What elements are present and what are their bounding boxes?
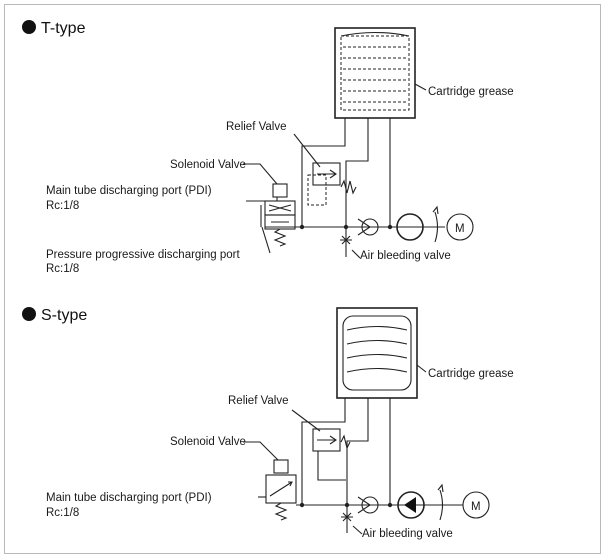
s-main-port-rc: Rc:1/8 [46, 507, 79, 519]
s-solenoid-label: Solenoid Valve [170, 436, 246, 448]
t-type-bullet-icon [22, 20, 36, 34]
s-type-heading: S-type [41, 307, 87, 324]
t-air-label: Air bleeding valve [360, 250, 451, 262]
s-cartridge-label: Cartridge grease [428, 368, 514, 380]
s-cartridge [336, 307, 418, 399]
t-type-heading: T-type [41, 20, 86, 37]
t-relief-label: Relief Valve [226, 121, 287, 133]
t-pressure-port-label: Pressure progressive discharging port [46, 249, 240, 261]
t-solenoid-valve [264, 183, 296, 247]
s-motor-label: M [471, 501, 481, 513]
s-type-section: S-type Cartridge grease Relief Valve Sol… [22, 307, 514, 540]
t-solenoid-label: Solenoid Valve [170, 159, 246, 171]
s-type-bullet-icon [22, 307, 36, 321]
t-main-port-label: Main tube discharging port (PDI) [46, 185, 212, 197]
s-air-label: Air bleeding valve [362, 528, 453, 540]
s-solenoid-valve [265, 459, 297, 521]
t-type-section: T-type Cartridge grease Relief Valve [22, 20, 514, 275]
s-main-port-label: Main tube discharging port (PDI) [46, 492, 212, 504]
diagram-frame [4, 4, 601, 554]
t-cartridge-label: Cartridge grease [428, 86, 514, 98]
t-motor-label: M [455, 223, 465, 235]
t-cartridge [334, 27, 416, 119]
s-relief-label: Relief Valve [228, 395, 289, 407]
t-pressure-port-rc: Rc:1/8 [46, 263, 79, 275]
t-main-port-rc: Rc:1/8 [46, 200, 79, 212]
